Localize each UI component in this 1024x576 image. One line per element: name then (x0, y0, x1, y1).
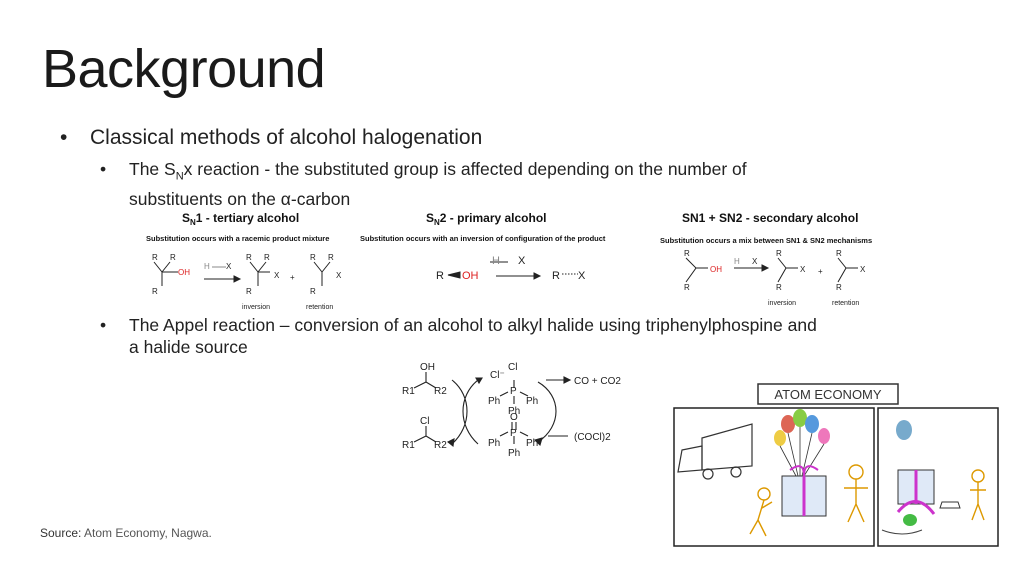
svg-text:R: R (776, 249, 782, 258)
svg-text:X: X (336, 271, 342, 280)
svg-text:Cl: Cl (508, 362, 517, 373)
bullet-dot: • (100, 159, 107, 179)
svg-text:P: P (510, 428, 517, 439)
svg-text:R: R (246, 253, 252, 262)
svg-text:O: O (510, 412, 518, 423)
svg-text:Ph: Ph (488, 438, 500, 449)
svg-text:H: H (204, 262, 210, 271)
svg-text:X: X (860, 265, 866, 274)
svg-text:+: + (818, 267, 823, 276)
svg-text:retention: retention (832, 300, 859, 307)
sn2-scheme (447, 261, 578, 280)
svg-text:R: R (836, 249, 842, 258)
svg-text:Cl: Cl (420, 416, 429, 427)
sn1-desc: Substitution occurs with a racemic produ… (146, 234, 329, 243)
svg-text:inversion: inversion (768, 300, 796, 307)
atom-economy-cartoon: ATOM ECONOMY (673, 383, 999, 547)
source-label: Source: (40, 526, 82, 540)
svg-text:R: R (684, 283, 690, 292)
svg-text:X: X (578, 270, 586, 282)
mix-scheme (685, 257, 858, 283)
svg-text:R: R (436, 270, 444, 282)
gift-box-drawing (781, 465, 936, 526)
svg-text:Ph: Ph (508, 448, 520, 459)
sn-reaction-scheme: SN1 - tertiary alcohol SN2 - primary alc… (146, 211, 872, 311)
svg-text:OH: OH (178, 268, 190, 277)
svg-text:R: R (776, 283, 782, 292)
svg-text:CO + CO2: CO + CO2 (574, 376, 621, 387)
svg-text:H: H (492, 255, 500, 267)
svg-text:R: R (328, 253, 334, 262)
svg-text:R: R (170, 253, 176, 262)
svg-text:X: X (274, 271, 280, 280)
svg-text:Ph: Ph (508, 406, 520, 417)
svg-text:R1: R1 (402, 386, 415, 397)
svg-text:OH: OH (462, 270, 479, 282)
svg-text:P: P (510, 386, 517, 397)
truck-drawing (677, 423, 753, 480)
svg-text:X: X (752, 257, 758, 266)
svg-text:X: X (518, 255, 526, 267)
svg-text:Ph: Ph (488, 396, 500, 407)
svg-text:R1: R1 (402, 440, 415, 451)
balloons (774, 409, 912, 477)
svg-text:Ph: Ph (526, 438, 538, 449)
svg-text:R: R (310, 253, 316, 262)
bullet-2-text: The SNx reaction - the substituted group… (129, 159, 747, 209)
slide-title: Background (42, 39, 326, 99)
sn1-scheme (153, 261, 331, 286)
svg-text:Cl⁻: Cl⁻ (490, 370, 505, 381)
svg-text:R2: R2 (434, 386, 447, 397)
bullet-3-text: The Appel reaction – conversion of an al… (129, 315, 817, 357)
sn1-title: SN1 - tertiary alcohol (182, 211, 299, 227)
mix-desc: Substitution occurs a mix between SN1 & … (660, 236, 872, 245)
svg-text:R: R (684, 249, 690, 258)
svg-text:R: R (264, 253, 270, 262)
sn2-desc: Substitution occurs with an inversion of… (360, 234, 606, 243)
svg-text:R: R (310, 287, 316, 296)
svg-text:R: R (246, 287, 252, 296)
source-note: Source: Atom Economy, Nagwa. (40, 526, 212, 540)
svg-text:+: + (290, 273, 295, 282)
svg-text:X: X (800, 265, 806, 274)
source-value: Atom Economy, Nagwa. (84, 526, 212, 540)
bullet-dot: • (100, 315, 107, 335)
svg-text:Ph: Ph (526, 396, 538, 407)
mix-title: SN1 + SN2 - secondary alcohol (682, 211, 858, 225)
svg-text:R: R (552, 270, 560, 282)
svg-text:R: R (152, 287, 158, 296)
sn2-title: SN2 - primary alcohol (426, 211, 547, 227)
svg-text:R: R (152, 253, 158, 262)
svg-text:OH: OH (420, 362, 435, 373)
svg-text:H: H (734, 257, 740, 266)
svg-text:inversion: inversion (242, 304, 270, 311)
bullet-1-text: Classical methods of alcohol halogenatio… (90, 126, 483, 149)
cartoon-label: ATOM ECONOMY (774, 387, 881, 402)
stick-figures (749, 464, 986, 537)
svg-text:(COCl)2: (COCl)2 (574, 432, 611, 443)
svg-text:X: X (226, 262, 232, 271)
bullet-dot: • (60, 126, 68, 149)
svg-text:R: R (836, 283, 842, 292)
svg-text:R2: R2 (434, 440, 447, 451)
svg-text:OH: OH (710, 265, 722, 274)
svg-text:retention: retention (306, 304, 333, 311)
